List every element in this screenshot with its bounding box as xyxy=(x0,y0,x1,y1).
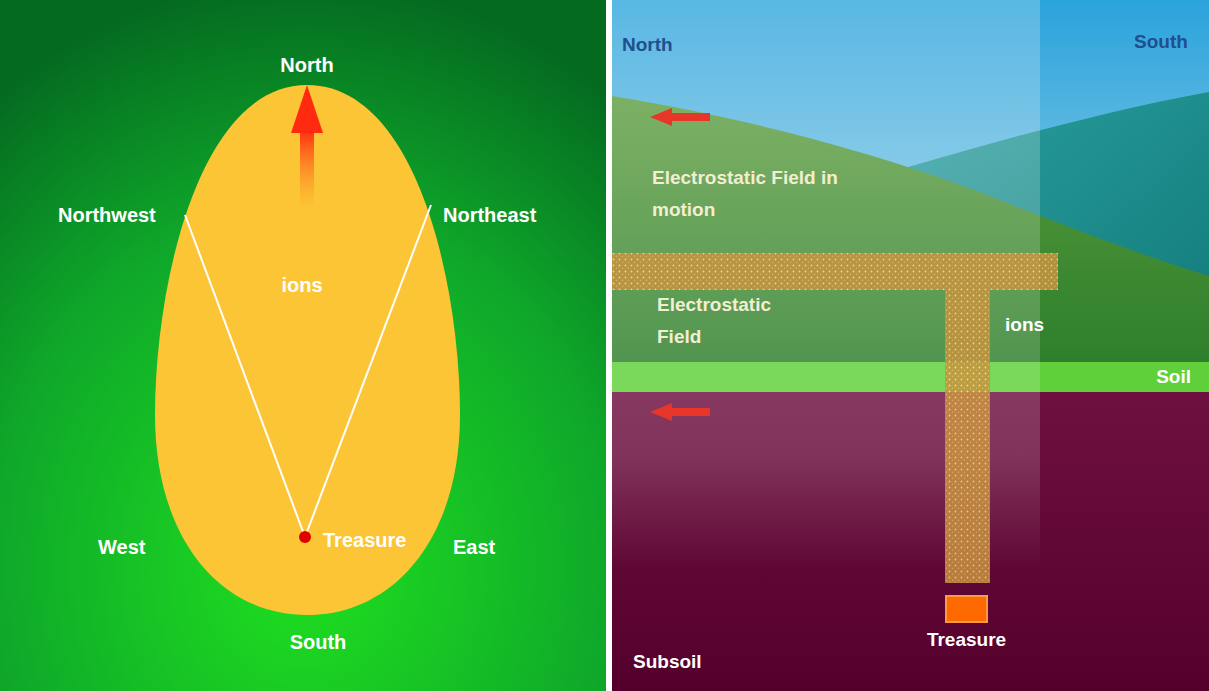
northwest-line xyxy=(185,215,305,537)
treasure-box: Treasure xyxy=(945,595,988,623)
text-label: Subsoil xyxy=(633,651,702,674)
egg-shape xyxy=(155,85,460,615)
treasure-dot xyxy=(299,531,311,543)
text-label: Northwest xyxy=(58,203,156,227)
north-arrow-shaft xyxy=(300,129,314,209)
text-label: North xyxy=(280,53,333,77)
text-label: North xyxy=(622,34,673,57)
band-text: Soil xyxy=(1156,366,1191,389)
ion-egg: ions xyxy=(155,85,460,615)
text-label: South xyxy=(290,630,347,654)
text-label: East xyxy=(453,535,495,559)
egg-outline xyxy=(155,85,460,615)
region-text: ions xyxy=(281,273,322,297)
text-label: Treasure xyxy=(323,528,406,552)
text-label: West xyxy=(98,535,145,559)
text-label: ions xyxy=(1005,314,1044,337)
soil-band: Soil xyxy=(612,362,1209,392)
north-arrow-head xyxy=(291,85,323,133)
northeast-line xyxy=(305,205,431,537)
treasure-text: Treasure xyxy=(927,629,1006,652)
text-label: Northeast xyxy=(443,203,536,227)
text-label: Electrostatic Field xyxy=(657,289,817,353)
text-label: Electrostatic Field in motion xyxy=(652,162,892,226)
text-label: South xyxy=(1134,31,1188,54)
